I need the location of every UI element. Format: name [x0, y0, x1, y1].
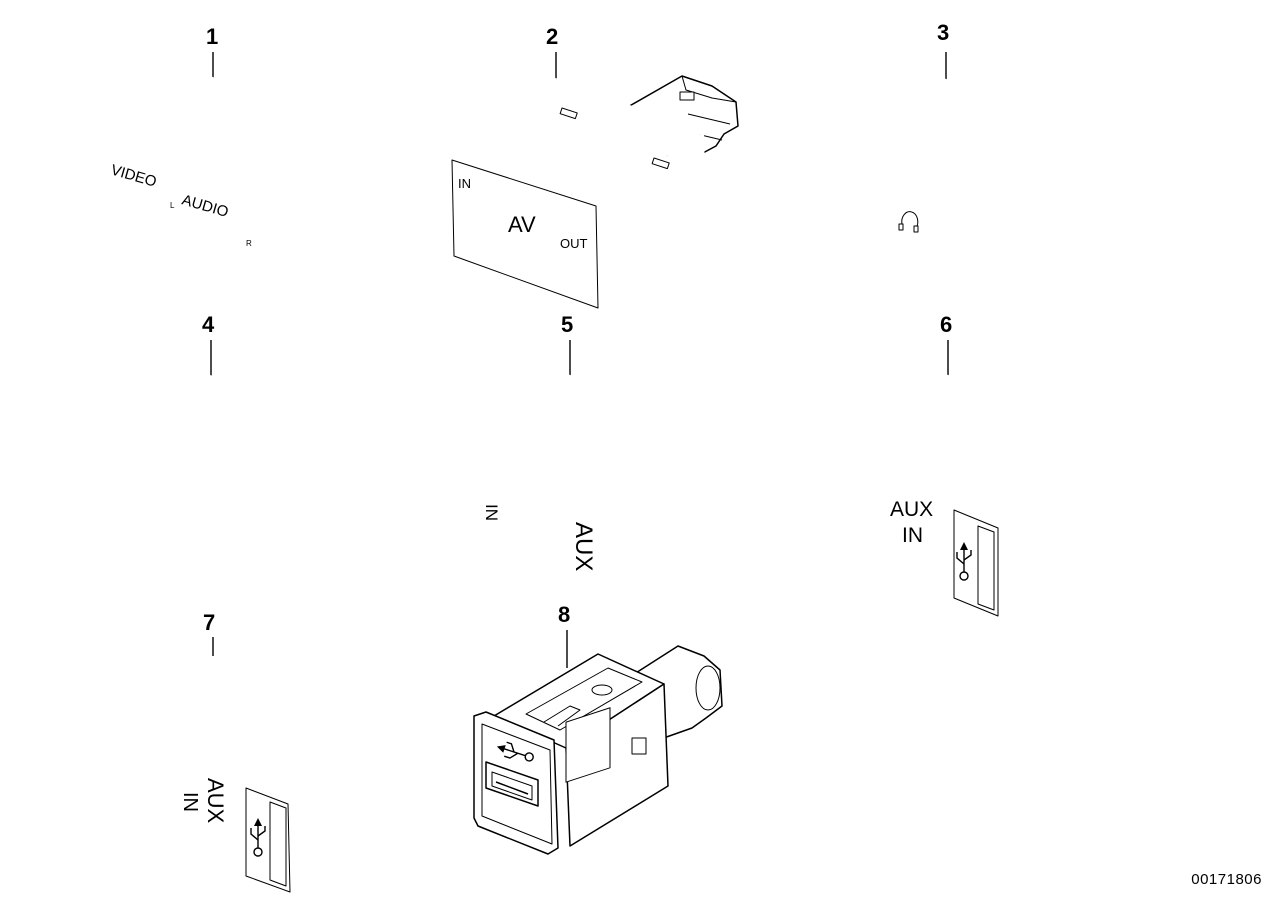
part-1-av-socket: VIDEO AUDIO L R — [96, 76, 366, 322]
part-3-headphone-socket — [824, 76, 1094, 322]
headphone-icon — [901, 211, 919, 229]
part-7-aux-in-usb-socket: AUX IN — [118, 646, 388, 893]
label-out: OUT — [560, 236, 588, 251]
callout-numbers: 1 2 3 4 5 6 7 8 — [202, 20, 952, 635]
label-aux: AUX — [890, 498, 933, 521]
label-r: R — [246, 239, 252, 248]
label-in: IN — [482, 504, 501, 521]
callout-1: 1 — [206, 24, 218, 49]
part-6-aux-in-usb-socket: AUX IN — [826, 372, 1096, 618]
callout-5: 5 — [561, 312, 573, 337]
part-4-single-jack-socket — [88, 372, 358, 618]
part-5-aux-in-socket: IN AUX — [448, 372, 718, 618]
callout-6: 6 — [940, 312, 952, 337]
label-in: IN — [902, 524, 923, 547]
part-2-av-in-out-socket: IN AV OUT — [436, 75, 739, 322]
label-in: IN — [458, 176, 471, 191]
label-aux: AUX — [203, 778, 228, 824]
callout-4: 4 — [202, 312, 215, 337]
drawing-number: 00171806 — [1191, 871, 1262, 888]
callout-2: 2 — [546, 24, 558, 49]
callout-3: 3 — [937, 20, 949, 45]
leader-lines — [210, 52, 949, 668]
callout-8: 8 — [558, 602, 570, 627]
callout-7: 7 — [203, 610, 215, 635]
label-in: IN — [179, 792, 201, 812]
label-av: AV — [508, 212, 536, 237]
label-aux: AUX — [570, 522, 597, 571]
label-l: L — [170, 201, 175, 210]
part-8-usb-module — [473, 645, 723, 855]
